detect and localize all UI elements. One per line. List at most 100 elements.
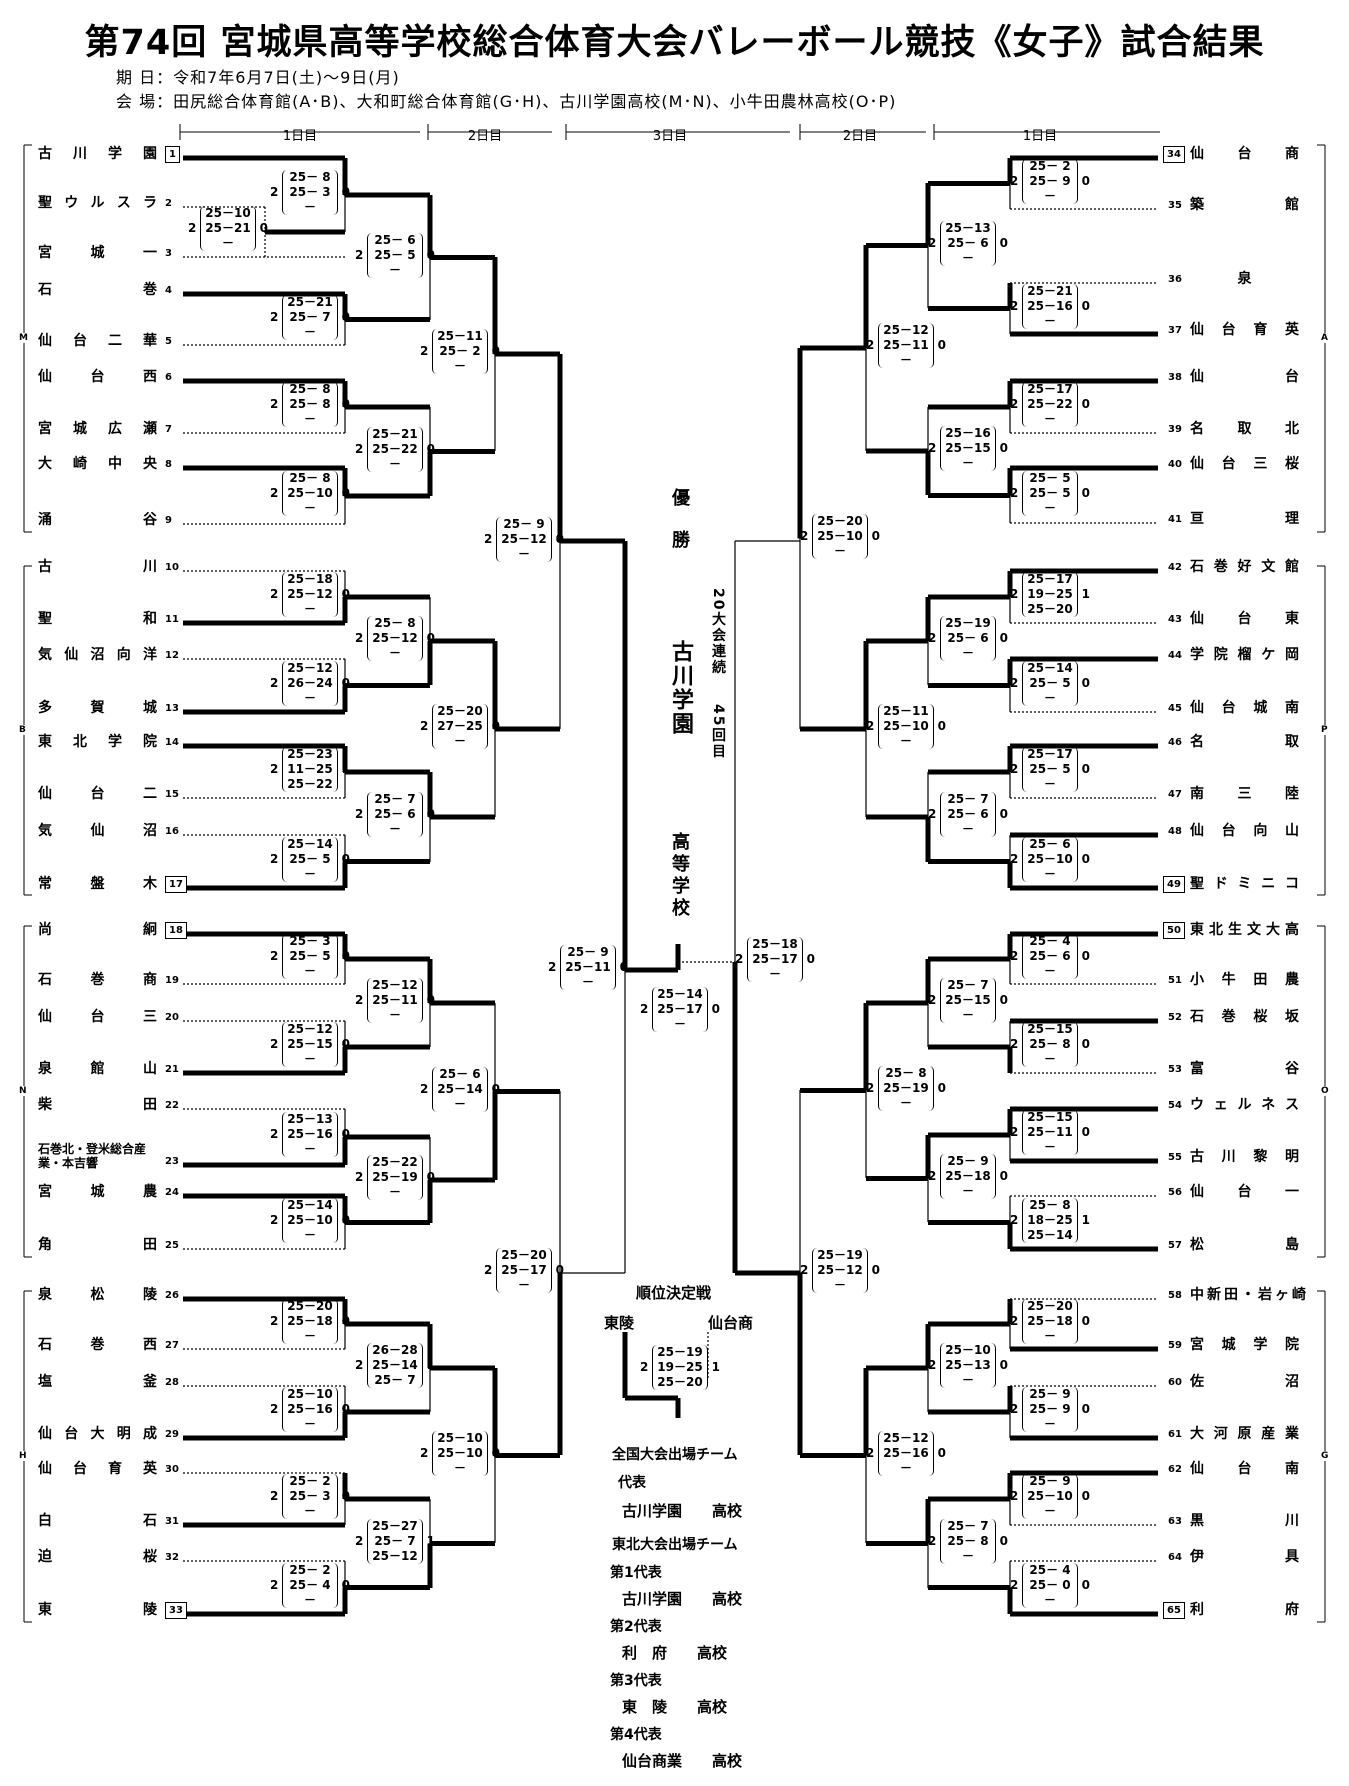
set-score: － [833, 543, 846, 558]
right-team-45: 仙台城南 [1190, 700, 1302, 716]
set-score: 25－ 6 [1029, 836, 1071, 851]
left-team-21: 泉館山 [38, 1061, 160, 1077]
right-team-number-51: 51 [1168, 975, 1182, 986]
sets-lost: 0 [491, 344, 500, 358]
left-team-9: 涌谷 [38, 512, 160, 528]
sets-lost: 0 [341, 587, 350, 601]
sets-won: 2 [928, 1168, 937, 1183]
sets-won: 2 [270, 675, 279, 690]
set-score: 25－11 [565, 960, 611, 974]
set-score: 25－10 [883, 719, 929, 733]
set-score: － [453, 1096, 466, 1111]
set-score: － [388, 262, 401, 277]
left-team-number-27: 27 [165, 1340, 179, 1351]
set-score: 25－ 9 [947, 1153, 989, 1168]
right-team-65: 利府 [1190, 1602, 1302, 1618]
set-score: 25－10 [437, 1430, 483, 1445]
sets-lost: 0 [426, 247, 435, 262]
right-team-number-55: 55 [1168, 1152, 1182, 1163]
sets-won: 2 [640, 1002, 649, 1016]
set-score: 25－20 [1027, 1299, 1073, 1313]
left-team-26: 泉松陵 [38, 1287, 160, 1303]
right-team-number-48: 48 [1168, 826, 1182, 837]
sets-won: 2 [1010, 762, 1019, 776]
sets-won: 2 [420, 719, 429, 733]
set-score: 25－10 [1027, 1489, 1073, 1503]
national-header: 全国大会出場チーム [612, 1447, 738, 1463]
set-score: 25－14 [287, 836, 333, 851]
right-block-O: O [1321, 1085, 1329, 1096]
set-score: 25－19 [883, 1080, 929, 1095]
set-score: － [303, 200, 316, 214]
sets-lost: 0 [937, 338, 946, 352]
sets-lost: 0 [259, 221, 268, 235]
set-score: 25－ 9 [567, 945, 609, 959]
set-score: 25－12 [372, 978, 418, 992]
sets-won: 2 [355, 441, 364, 456]
set-score: 25－ 7 [374, 792, 416, 806]
set-score: 25－20 [657, 1375, 703, 1389]
sets-lost: 0 [999, 441, 1008, 455]
set-score: 25－ 9 [1029, 1402, 1071, 1416]
champion-label-2: 勝 [669, 530, 690, 554]
sets-won: 2 [1010, 1125, 1019, 1139]
set-score: 25－ 2 [1029, 158, 1071, 173]
set-score: 25－ 8 [289, 471, 331, 485]
left-team-number-22: 22 [165, 1100, 179, 1111]
set-score: 25－ 2 [289, 1562, 331, 1577]
sets-lost: 0 [491, 1081, 500, 1096]
set-score: － [303, 1417, 316, 1431]
set-score: 25－ 6 [439, 1066, 481, 1081]
set-score: 25－ 0 [1029, 1577, 1071, 1592]
set-score: 25－ 6 [947, 235, 989, 250]
right-team-number-37: 37 [1168, 325, 1182, 336]
sets-won: 2 [355, 631, 364, 645]
sets-lost: 0 [999, 631, 1008, 645]
set-score: 25－17 [1027, 572, 1073, 586]
left-team-32: 迫桜 [38, 1549, 160, 1565]
left-team-4: 石巻 [38, 282, 160, 298]
right-team-number-42: 42 [1168, 562, 1182, 573]
right-team-54: ウェルネス [1190, 1097, 1302, 1113]
set-score: － [388, 646, 401, 660]
set-score: 25－22 [287, 777, 333, 791]
sets-won: 2 [270, 851, 279, 866]
left-team-number-31: 31 [165, 1516, 179, 1527]
set-score: － [899, 353, 912, 367]
champion-name: 古川学園 [668, 640, 693, 736]
right-team-38: 仙台 [1190, 369, 1302, 385]
right-team-44: 学院榴ケ岡 [1190, 647, 1302, 663]
sets-lost: 0 [426, 631, 435, 645]
sets-won: 2 [1010, 1037, 1019, 1051]
sets-won: 2 [270, 397, 279, 411]
set-score: 25－20 [437, 704, 483, 718]
sets-lost: 0 [1081, 173, 1090, 188]
sets-lost: 0 [1081, 1577, 1090, 1592]
set-score: 25－15 [1027, 1110, 1073, 1124]
set-score: 25－12 [287, 660, 333, 675]
set-score: 25－12 [287, 587, 333, 601]
sets-lost: 0 [341, 185, 350, 199]
sets-won: 2 [866, 1080, 875, 1095]
